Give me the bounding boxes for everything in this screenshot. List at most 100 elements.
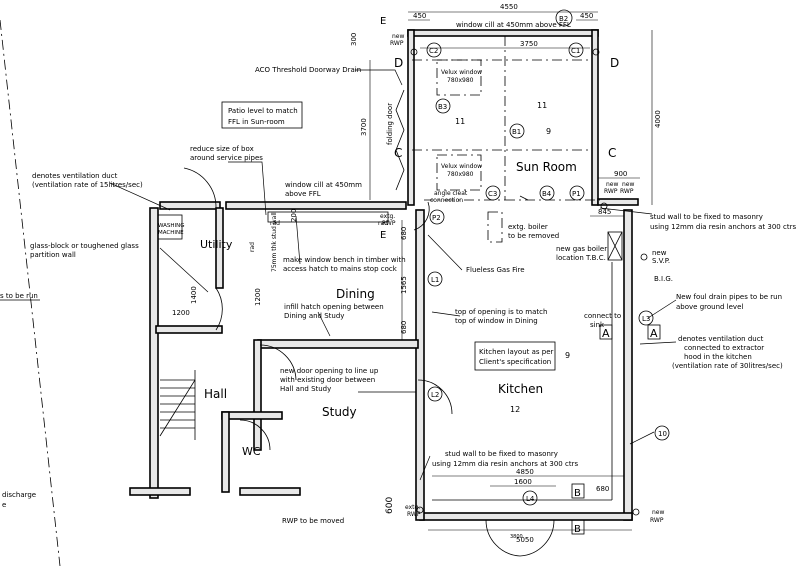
window-bench: [267, 211, 389, 223]
note-rad-1: rad: [249, 242, 256, 252]
dim-200: 200: [290, 209, 298, 222]
note-new-rwp-2b: RWP: [604, 188, 618, 195]
note-stud-wall-right-2: using 12mm dia resin anchors at 300 ctrs: [650, 223, 796, 231]
utility-right-wall: [215, 207, 224, 289]
note-stud-wall-right-1: stud wall to be fixed to masonry: [650, 213, 763, 221]
note-new-rwp-1b: RWP: [390, 40, 404, 47]
site-boundary-line: [0, 19, 61, 566]
dim-600: 600: [385, 497, 395, 514]
tag-circles: [426, 9, 670, 506]
note-velux-1b: 780x980: [447, 77, 474, 84]
note-window-bench-2: access hatch to mains stop cock: [283, 265, 398, 273]
tag-12: 12: [510, 405, 520, 414]
utility-rear-wall: [159, 201, 221, 210]
note-new-door-1: new door opening to line up: [280, 367, 379, 375]
note-connect-sink-1: connect to: [584, 312, 621, 320]
section-mark-c-right: C: [608, 146, 616, 160]
dim-3750: 3750: [520, 40, 538, 48]
note-aco-drain: ACO Threshold Doorway Drain: [255, 66, 361, 74]
note-new-gas-boiler-1: new gas boiler: [556, 245, 607, 253]
tag-c2: C2: [429, 47, 438, 55]
note-infill-hatch-2: Dining and Study: [284, 312, 344, 320]
dining-rear-wall: [225, 201, 407, 210]
note-kitchen-layout-1: Kitchen layout as per: [479, 348, 554, 356]
tag-b3: B3: [438, 103, 447, 111]
note-window-cill-top: window cill at 450mm above FFL: [456, 21, 571, 29]
note-patio-level-2: FFL in Sun-room: [228, 118, 285, 126]
room-label-kitchen: Kitchen: [498, 382, 543, 396]
note-stud-wall-bottom-2: using 12mm dia resin anchors at 300 ctrs: [432, 460, 578, 468]
dim-3700: 3700: [360, 118, 368, 136]
section-mark-c-left: C: [394, 146, 402, 160]
note-extg-rwp-1a: extg.: [380, 213, 395, 220]
note-new-rwp-4a: new: [652, 509, 664, 516]
note-stud-wall-75: 75mm thk stud wall: [271, 212, 278, 272]
note-velux-2b: 780x980: [447, 171, 474, 178]
note-extg-rwp-2b: RWP: [407, 511, 421, 518]
utility-door-swing: [183, 167, 217, 209]
rwp-stub-wall: [597, 198, 639, 206]
dim-5050: 5050: [516, 536, 534, 544]
note-vent-30-3: hood in the kitchen: [684, 353, 752, 361]
new-boiler-cross-b: [607, 231, 623, 261]
note-left-run: s to be run: [0, 292, 38, 300]
kitchen-patio-door-left: [485, 519, 521, 557]
extg-rwp-circle: [416, 506, 424, 514]
tag-c3: C3: [488, 190, 497, 198]
note-washing-1: WASHING: [158, 223, 185, 229]
extg-boiler-box: [487, 211, 503, 243]
note-big: B.I.G.: [654, 275, 673, 283]
tag-10: 10: [658, 430, 667, 438]
svp-circle: [640, 253, 648, 261]
kitchen-wall-bottom: [419, 512, 633, 521]
dim-845: 845: [598, 208, 611, 216]
rwp-circle-top-left: [410, 48, 418, 56]
note-extg-boiler-1: extg. boiler: [508, 223, 548, 231]
new-boiler-box: [607, 231, 623, 261]
note-vent-30-2: connected to extractor: [684, 344, 764, 352]
room-label-wc: WC: [242, 445, 261, 458]
dim-900: 900: [614, 170, 627, 178]
note-extg-boiler-2: to be removed: [508, 232, 559, 240]
study-door-swing: [259, 344, 297, 381]
note-vent-30-4: (ventilation rate of 30litres/sec): [672, 362, 783, 370]
note-flueless-gas-fire: Flueless Gas Fire: [466, 266, 525, 274]
section-a-left-box: [599, 324, 613, 340]
note-infill-hatch-1: infill hatch opening between: [284, 303, 384, 311]
note-new-svp-1: new: [652, 249, 667, 257]
washing-machine-box: [157, 214, 183, 240]
dim-4550: 4550: [500, 3, 518, 11]
note-vent-duct-2: (ventilation rate of 15litres/sec): [32, 181, 143, 189]
tag-11b: 11: [455, 117, 465, 126]
room-label-sun-room: Sun Room: [516, 160, 577, 174]
note-extg-rwp-1b: RWP: [382, 220, 396, 227]
note-top-opening-2: top of window in Dining: [455, 317, 538, 325]
dim-4850: 4850: [516, 468, 534, 476]
dim-680-mid: 680: [400, 321, 408, 334]
tag-b2: B2: [559, 15, 568, 23]
note-velux-2a: Velux window: [441, 163, 482, 170]
tag-b4: B4: [542, 190, 552, 198]
wc-top-wall: [221, 411, 283, 420]
dim-1565: 1565: [400, 276, 408, 294]
note-stud-wall-bottom-1: stud wall to be fixed to masonry: [445, 450, 558, 458]
tag-l1: L1: [431, 276, 439, 284]
dim-4000: 4000: [654, 110, 662, 128]
rwp-circle-right: [600, 202, 608, 210]
note-extg-rwp-2a: extg.: [405, 504, 420, 511]
note-new-rwp-3a: new: [622, 181, 634, 188]
note-connect-sink-2: sink: [590, 321, 605, 329]
section-a-right-box: [647, 324, 661, 340]
note-top-opening-1: top of opening is to match: [455, 308, 547, 316]
kitchen-door-swing: [417, 379, 453, 415]
wc-front-wall: [239, 487, 301, 496]
note-washing-2: MACHINE: [158, 230, 184, 236]
leader-lines: [0, 69, 677, 481]
note-reduce-box-2: around service pipes: [190, 154, 263, 162]
note-velux-1a: Velux window: [441, 69, 482, 76]
patio-note-box: [221, 101, 303, 129]
dim-680-top: 680: [400, 227, 408, 240]
section-mark-d-right: D: [610, 56, 619, 70]
